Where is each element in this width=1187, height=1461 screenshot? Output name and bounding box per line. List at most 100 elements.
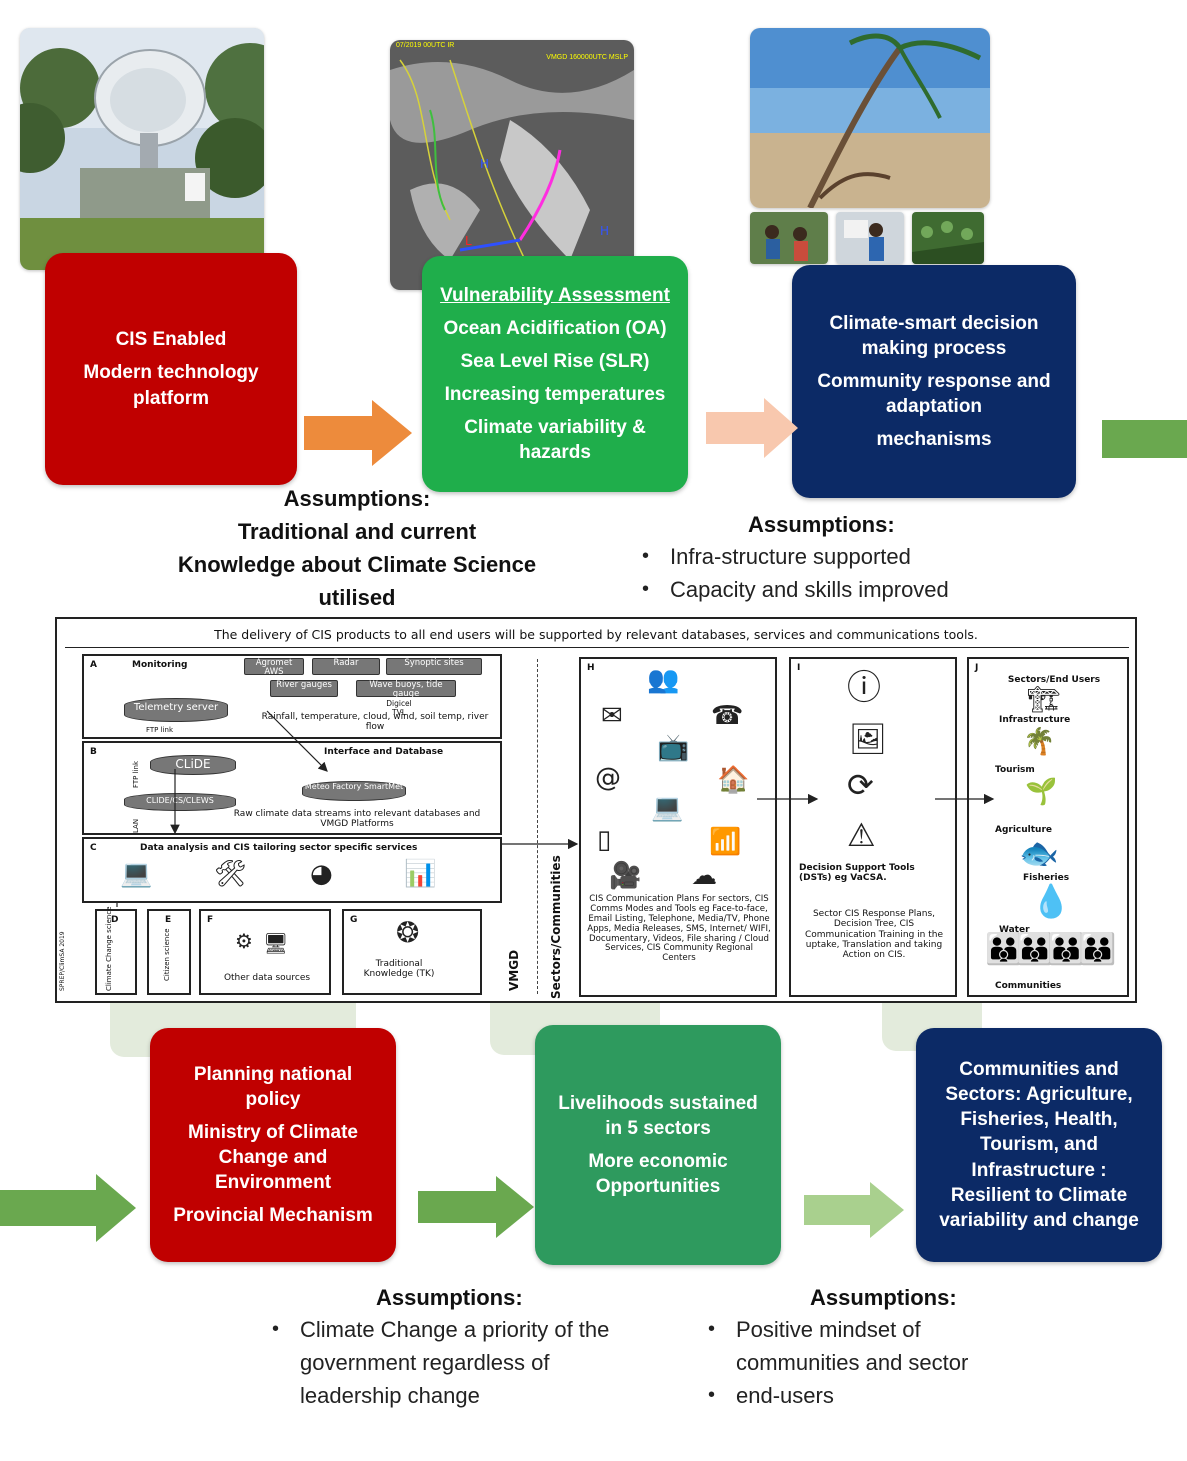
panel-letter: C — [90, 843, 97, 853]
assumptions-top-right: Assumptions: Infra-structure supported C… — [640, 510, 1020, 606]
assumptions-heading: Assumptions: — [810, 1285, 957, 1310]
planning-national-policy-text: Planning national policy — [193, 1063, 353, 1110]
computer-icon: 🖥 — [263, 931, 289, 955]
panel-title: Data analysis and CIS tailoring sector s… — [140, 843, 418, 853]
sector-fisheries: Fisheries — [1023, 873, 1070, 883]
source-credit: SPREP/ClimSA 2019 — [59, 931, 66, 991]
panel-letter: B — [90, 747, 97, 757]
panel-letter: H — [587, 663, 595, 673]
panel-interface-database: B Interface and Database CLiDE CLIDE/CS/… — [82, 741, 502, 835]
fish-icon: 🐟 — [1019, 834, 1059, 872]
house-icon: 🏠 — [717, 765, 750, 795]
svg-text:L: L — [465, 234, 472, 248]
economic-opportunities-text: More economic Opportunities — [588, 1151, 728, 1198]
community-response-text: Community response and adaptation — [817, 370, 1051, 418]
monitoring-variables: Rainfall, temperature, cloud, wind, soil… — [261, 712, 489, 733]
database-caption: Raw climate data streams into relevant d… — [233, 809, 481, 830]
vulnerability-assessment-box: Vulnerability Assessment Ocean Acidifica… — [422, 256, 688, 492]
panel-citizen-science: E Citizen science — [147, 909, 191, 995]
crowd-icon: 👪👪👪👪 — [985, 932, 1116, 967]
planning-policy-box: Planning national policy Ministry of Cli… — [150, 1028, 396, 1262]
panel-end-users: J Sectors/End Users 🏗 Infrastructure 🌴 T… — [967, 657, 1129, 997]
provincial-mechanism-text: Provincial Mechanism — [173, 1205, 373, 1227]
vulnerability-item-slr: Sea Level Rise (SLR) — [460, 350, 650, 372]
arrow-green-middle — [418, 1176, 534, 1238]
clide-clews-database: CLIDE/CS/CLEWS — [124, 793, 236, 811]
assumption-line: Knowledge about Climate Science — [177, 552, 537, 577]
svg-text:H: H — [600, 224, 609, 238]
laptop-icon: 💻 — [651, 793, 684, 823]
telephone-icon: ☎ — [711, 701, 744, 731]
assumption-bullet: Capacity and skills improved — [640, 573, 1020, 606]
panel-letter: J — [975, 663, 979, 673]
image-icon: 🖼 — [849, 722, 888, 757]
panel-title: Monitoring — [132, 660, 188, 670]
lan-label: LAN — [132, 818, 140, 833]
tools-icon: 🛠 — [214, 859, 248, 889]
network-icon: ❂ — [396, 916, 420, 949]
panel-climate-change-science: D Climate Change science — [95, 906, 137, 995]
bar-chart-icon: 📊 — [404, 859, 437, 889]
laptop-icon: 💻 — [120, 859, 153, 889]
climate-smart-decision-text: Climate-smart decision making process — [829, 312, 1039, 359]
panel-label: Citizen science — [163, 928, 171, 981]
community-photo-1 — [750, 212, 828, 264]
climate-smart-box: Climate-smart decision making process Co… — [792, 265, 1076, 498]
panel-letter: F — [207, 915, 214, 925]
svg-text:H: H — [480, 157, 489, 171]
ftp-link-vertical: FTP link — [132, 760, 140, 788]
water-drop-icon: 💧 — [1031, 882, 1071, 920]
vulnerability-item-oa: Ocean Acidification (OA) — [443, 317, 667, 339]
mechanisms-text: mechanisms — [876, 429, 992, 451]
panel-label: Traditional Knowledge (TK) — [363, 959, 435, 980]
modern-technology-text: Modern technology platform — [83, 362, 259, 409]
source-radar: Radar — [312, 658, 380, 675]
community-photo-3 — [912, 212, 984, 264]
arrow-light-green — [804, 1182, 904, 1238]
assumptions-bottom-right: Assumptions: Positive mindset of communi… — [706, 1283, 1066, 1412]
vmgd-label: VMGD — [507, 949, 521, 991]
beach-photo — [750, 28, 990, 208]
tv-icon: 📺 — [657, 733, 690, 763]
panel-monitoring: A Monitoring Agromet AWS Radar Synoptic … — [82, 654, 502, 739]
assumption-bullet: end-users — [706, 1379, 1036, 1412]
satellite-dish-photo — [20, 28, 264, 270]
cloud-icon: ☁ — [691, 861, 717, 891]
assumption-bullet: Positive mindset of communities and sect… — [706, 1313, 1036, 1379]
weather-map-photo: H H L 07/2019 00UTC IR VMGD 160000UTC MS… — [390, 40, 634, 290]
weather-map-time-label: 07/2019 00UTC IR — [396, 42, 455, 49]
assumption-bullet: Infra-structure supported — [640, 540, 1020, 573]
vulnerability-item-temperatures: Increasing temperatures — [444, 384, 666, 405]
agriculture-icon: 🌱 — [1025, 777, 1058, 807]
sectors-communities-label: Sectors/Communities — [549, 855, 563, 999]
panel-label: Climate Change science — [105, 906, 113, 991]
panel-letter: E — [165, 915, 172, 925]
arrow-peach — [706, 398, 798, 458]
panel-traditional-knowledge: G ❂ Traditional Knowledge (TK) — [342, 909, 482, 995]
source-agromet: Agromet AWS — [244, 658, 304, 677]
decision-support-tools: Decision Support Tools (DSTs) eg VaCSA. — [799, 863, 915, 884]
community-photo-2 — [836, 212, 904, 264]
panel-other-data-sources: F ⚙ 🖥 Other data sources — [199, 909, 331, 995]
panel-letter: G — [350, 915, 358, 925]
email-icon: ✉ — [601, 701, 623, 731]
sector-water: Water — [999, 925, 1030, 935]
telemetry-server: Telemetry server — [124, 698, 228, 722]
communication-caption: CIS Communication Plans For sectors, CIS… — [587, 894, 771, 964]
assumptions-heading: Assumptions: — [283, 486, 431, 511]
source-wave-buoys: Wave buoys, tide gauge — [356, 680, 456, 699]
vulnerability-item-hazards: Climate variability & hazards — [464, 417, 646, 464]
data-sources-icon: ⚙ — [235, 929, 253, 953]
pie-chart-icon: ◕ — [310, 859, 333, 889]
assumptions-heading: Assumptions: — [748, 512, 895, 537]
clide-database: CLiDE — [150, 755, 236, 775]
resilient-communities-box: Communities and Sectors: Agriculture, Fi… — [916, 1028, 1162, 1262]
warning-icon: ⚠ — [847, 816, 876, 854]
info-icon: ⓘ — [847, 668, 881, 708]
weather-map-source-label: VMGD 160000UTC MSLP — [546, 54, 628, 61]
panel-decision-support: I ⓘ 🖼 ⟳ ⚠ Decision Support Tools (DSTs) … — [789, 657, 957, 997]
at-sign-icon: @ — [595, 763, 621, 793]
assumptions-top-left: Assumptions: Traditional and current Kno… — [150, 482, 564, 614]
tourism-icon: 🌴 — [1023, 727, 1056, 757]
arrow-green-continuation-top — [1102, 420, 1187, 458]
